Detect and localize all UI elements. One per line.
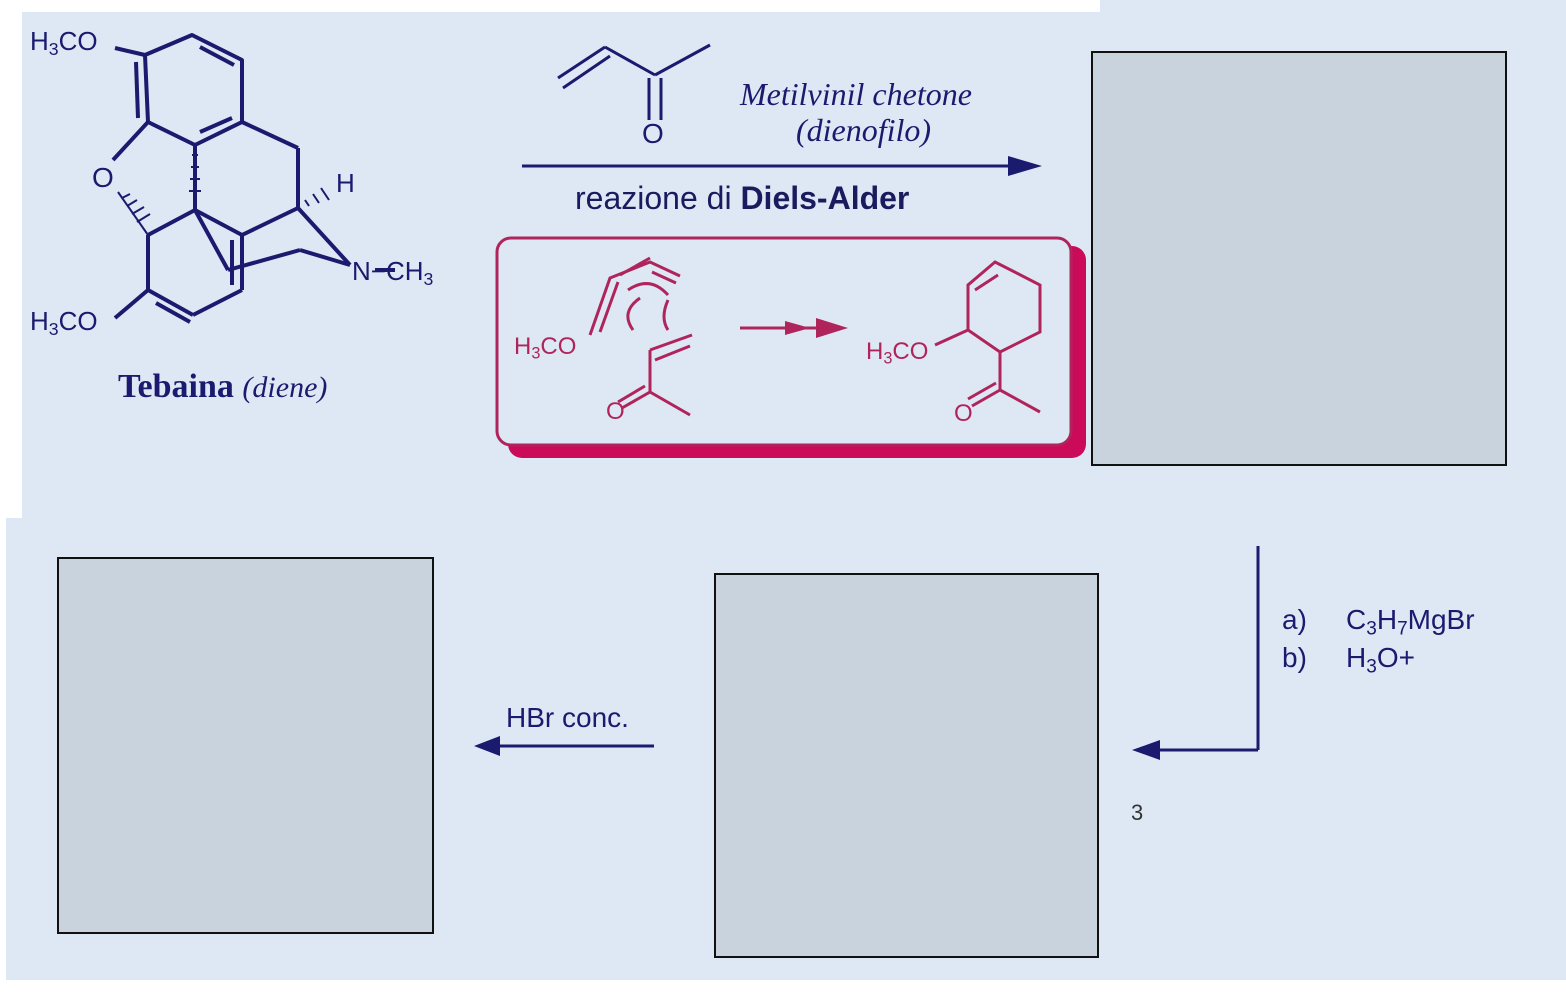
step2-b-marker: b) (1282, 642, 1307, 673)
reagent-o-label: O (642, 118, 664, 149)
reagent-name: Metilvinil chetone (740, 76, 972, 112)
tebaina-h: H (336, 168, 355, 198)
step2-reagent-a: C3H7MgBr (1346, 604, 1475, 640)
tebaina-role: (diene) (242, 371, 328, 404)
tebaina-n-ch3: N−CH3 (352, 256, 434, 289)
step2-reagent-b: H3O+ (1346, 642, 1415, 678)
reaction-prefix: reazione di (575, 180, 741, 216)
step2-a-marker: a) (1282, 604, 1307, 635)
tebaina-o-ring: O (92, 162, 114, 193)
tebaina-caption: Tebaina (diene) (118, 368, 327, 406)
mechanism-left-och3: H3CO (514, 333, 577, 363)
answer-box-hbr-product[interactable] (57, 557, 434, 934)
answer-box-diels-alder-product[interactable] (1091, 51, 1507, 466)
reagent-role: (dienofilo) (796, 112, 932, 148)
mechanism-left-o: O (606, 398, 625, 425)
stray-mark: 3 (1131, 800, 1144, 825)
step3-reagent: HBr conc. (506, 702, 629, 733)
reaction-highlight: Diels-Alder (740, 180, 910, 216)
reaction-name: reazione di Diels-Alder (575, 180, 909, 217)
tebaina-och3-top: H3CO (30, 26, 98, 59)
mechanism-right-o: O (954, 400, 973, 427)
tebaina-och3-bottom: H3CO (30, 306, 98, 339)
mechanism-right-och3: H3CO (866, 338, 929, 368)
tebaina-name: Tebaina (118, 368, 234, 405)
answer-box-grignard-product[interactable] (714, 573, 1099, 958)
